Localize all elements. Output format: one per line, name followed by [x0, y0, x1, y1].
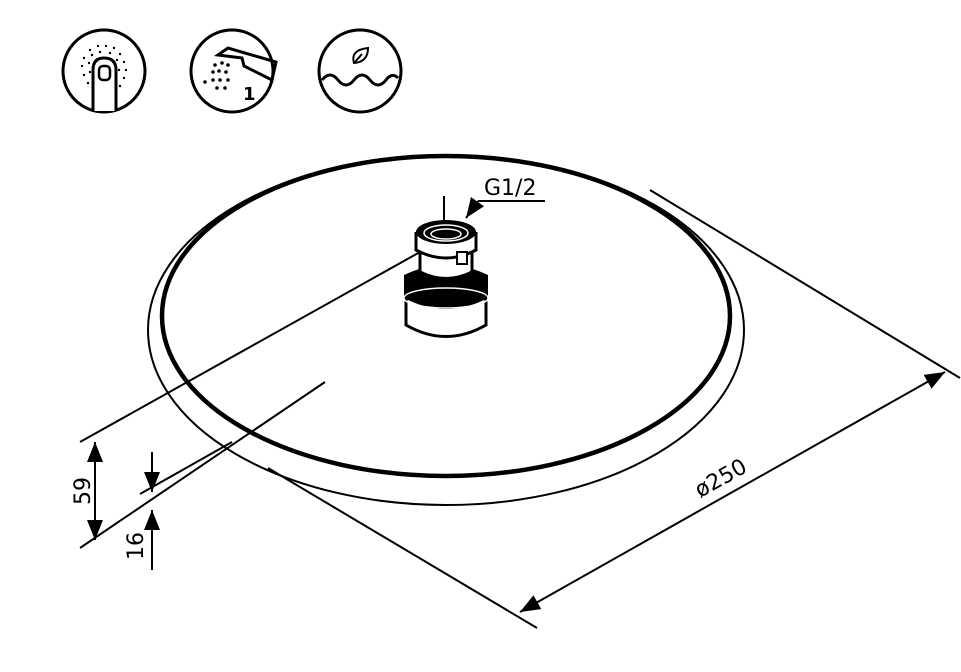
height-dimensions: 59 16: [71, 251, 421, 570]
thread-size-label: G1/2: [484, 176, 536, 201]
total-height-label: 59: [71, 477, 96, 505]
diameter-dimension: ø250: [267, 189, 961, 629]
single-spray-function-icon: 1: [189, 28, 278, 114]
touch-control-icon: [61, 28, 147, 114]
spray-count-label: 1: [243, 84, 256, 105]
eco-water-saving-icon: [317, 28, 403, 114]
g12-connector: [403, 196, 489, 338]
shower-plate: [147, 153, 745, 506]
thread-callout: G1/2: [465, 176, 545, 219]
plate-height-label: 16: [124, 532, 149, 560]
diameter-label: ø250: [691, 454, 752, 503]
